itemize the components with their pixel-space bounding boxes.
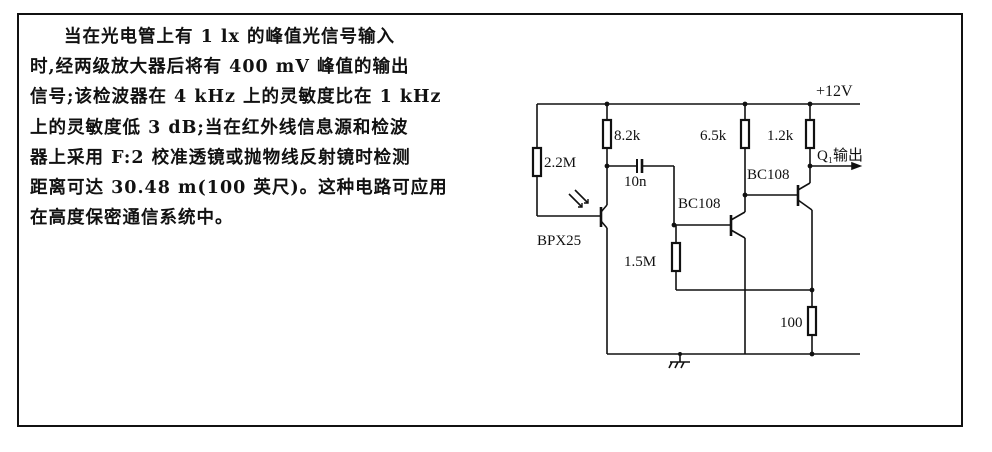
output-label: Q₁输出 bbox=[817, 147, 863, 164]
resistor-100 bbox=[806, 305, 818, 337]
junction-dots bbox=[604, 101, 815, 357]
resistor-1-2k bbox=[804, 118, 816, 150]
bpx25-collector bbox=[600, 204, 608, 213]
resistor-1-5m bbox=[670, 241, 682, 273]
ground-icon bbox=[668, 354, 690, 369]
resistor-8-2k bbox=[601, 118, 613, 150]
text-line: 上的灵敏度低 3 dB;当在红外线信息源和检波 bbox=[30, 117, 409, 138]
resistor-6-5k bbox=[739, 118, 751, 150]
label-bpx25: BPX25 bbox=[537, 233, 581, 249]
label-1-5m: 1.5M bbox=[624, 254, 656, 270]
supply-label: +12V bbox=[816, 83, 853, 100]
text-line: 器上采用 F:2 校准透镜或抛物线反射镜时检测 bbox=[30, 147, 411, 168]
text-line: 当在光电管上有 1 lx 的峰值光信号输入 bbox=[64, 27, 396, 47]
label-bc108-2: BC108 bbox=[747, 167, 790, 183]
label-8-2k: 8.2k bbox=[614, 128, 641, 144]
light-arrow-icon bbox=[574, 189, 589, 204]
text-line: 距离可达 30.48 m(100 英尺)。这种电路可应用 bbox=[30, 178, 448, 199]
bc108-2-collector bbox=[797, 182, 811, 191]
label-10n: 10n bbox=[624, 174, 647, 190]
output-arrow-icon bbox=[851, 161, 863, 171]
figure-frame bbox=[17, 13, 963, 427]
bc108-1-emitter bbox=[730, 229, 746, 239]
description-text: 当在光电管上有 1 lx 的峰值光信号输入 时,经两级放大器后将有 400 mV… bbox=[30, 22, 470, 233]
bc108-2-emitter bbox=[797, 199, 813, 211]
label-100: 100 bbox=[780, 315, 803, 331]
bc108-1-collector bbox=[730, 211, 746, 221]
text-line: 在高度保密通信系统中。 bbox=[30, 208, 234, 229]
label-1-2k: 1.2k bbox=[767, 128, 794, 144]
light-arrow-icon bbox=[568, 193, 583, 208]
label-6-5k: 6.5k bbox=[700, 128, 727, 144]
resistor-2-2m bbox=[531, 146, 543, 178]
text-line: 信号;该检波器在 4 kHz 上的灵敏度比在 1 kHz bbox=[30, 87, 442, 108]
text-line: 时,经两级放大器后将有 400 mV 峰值的输出 bbox=[30, 57, 410, 78]
label-2-2m: 2.2M bbox=[544, 155, 576, 171]
label-bc108-1: BC108 bbox=[678, 196, 721, 212]
bpx25-emitter bbox=[600, 220, 608, 229]
